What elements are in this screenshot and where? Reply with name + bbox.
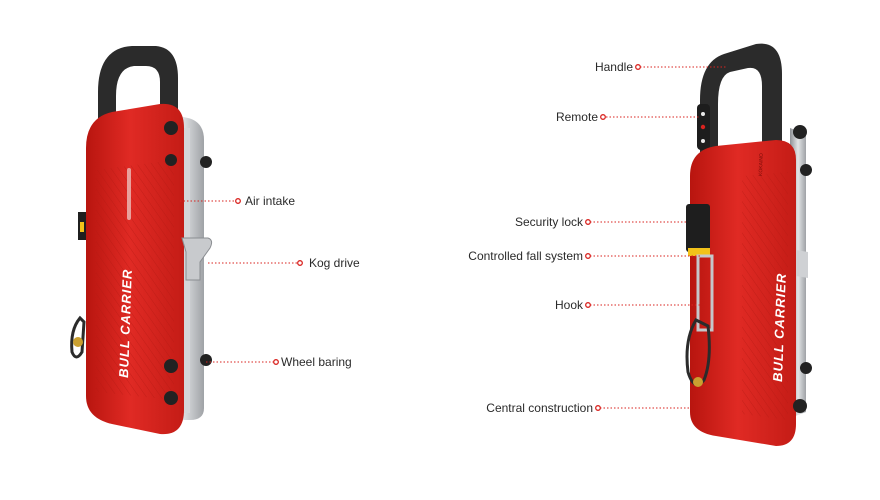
callout-handle: Handle [594,60,633,74]
left-kog-drive [181,237,213,281]
callout-controlled-fall-system: Controlled fall system [468,249,583,263]
left-wheels [164,121,212,405]
callout-remote: Remote [555,110,598,124]
callout-central-construction: Central construction [486,401,593,415]
right-wheels [793,125,812,413]
callout-hook: Hook [554,298,583,312]
right-handle [700,43,782,170]
right-security-lock [686,204,710,252]
right-small-mark: KOKAINO [758,153,765,176]
right-hook [696,254,714,332]
callout-air-intake: Air intake [245,194,296,208]
callout-wheel-baring: Wheel baring [281,355,352,369]
callout-lines [180,66,726,409]
left-brand-text: BULL CARRIER [116,268,135,378]
right-device: BULL CARRIER KOKAINO [685,43,812,446]
callout-kog-drive: Kog drive [309,256,360,270]
left-handle [98,46,178,150]
left-air-intake-grille [127,168,131,220]
callout-security-lock: Security lock [514,215,583,229]
left-device: BULL CARRIER [70,46,213,435]
right-brand-text: BULL CARRIER [770,272,789,382]
callout-dots [235,64,641,411]
